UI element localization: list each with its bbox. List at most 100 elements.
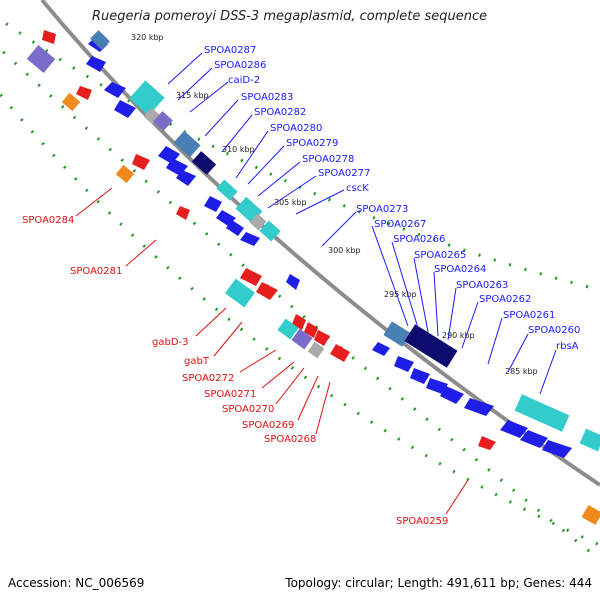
gene-feature[interactable]	[383, 321, 411, 347]
gene-feature[interactable]	[520, 430, 548, 448]
gc-track-inner-2	[0, 91, 600, 547]
gene-label[interactable]: SPOA0286	[214, 60, 266, 71]
gene-label[interactable]: SPOA0264	[434, 264, 486, 275]
cog-blocks-reverse	[26, 45, 600, 526]
tick-label: 315 kbp	[176, 91, 209, 100]
gc-track-outer	[0, 17, 600, 292]
gene-label[interactable]: SPOA0273	[356, 204, 408, 215]
gene-label[interactable]: SPOA0272	[182, 373, 234, 384]
gene-label[interactable]: SPOA0268	[264, 434, 316, 445]
gene-label[interactable]: cscK	[346, 183, 369, 194]
gene-label[interactable]: SPOA0281	[70, 266, 122, 277]
gene-feature[interactable]	[256, 282, 278, 300]
gene-label[interactable]: SPOA0266	[393, 234, 445, 245]
gene-feature[interactable]	[191, 151, 217, 175]
forward-strand-genes	[86, 36, 572, 458]
gene-feature[interactable]	[259, 220, 281, 242]
gene-feature[interactable]	[173, 130, 201, 158]
gene-feature[interactable]	[86, 56, 106, 72]
gene-feature[interactable]	[249, 213, 267, 231]
gene-feature[interactable]	[226, 220, 244, 236]
gene-label[interactable]: SPOA0277	[318, 168, 370, 179]
gene-label[interactable]: SPOA0271	[204, 389, 256, 400]
blue-gene-labels: SPOA0287 SPOA0286 caiD-2 SPOA0283 SPOA02…	[204, 45, 580, 352]
gene-feature[interactable]	[240, 232, 260, 246]
gene-feature[interactable]	[440, 386, 464, 404]
gene-feature[interactable]	[581, 504, 600, 526]
gene-label[interactable]: SPOA0282	[254, 107, 306, 118]
gene-label[interactable]: SPOA0263	[456, 280, 508, 291]
gene-feature[interactable]	[216, 179, 238, 201]
gene-feature[interactable]	[204, 196, 222, 212]
gene-feature[interactable]	[542, 440, 572, 458]
gene-feature[interactable]	[579, 428, 600, 452]
gene-feature[interactable]	[500, 420, 528, 438]
gene-label[interactable]: rbsA	[556, 341, 579, 352]
gene-feature[interactable]	[153, 111, 173, 131]
gene-feature[interactable]	[464, 398, 494, 416]
topology-summary: Topology: circular; Length: 491,611 bp; …	[285, 576, 592, 590]
gene-label[interactable]: SPOA0287	[204, 45, 256, 56]
gene-feature[interactable]	[291, 328, 313, 350]
tick-label: 300 kbp	[328, 246, 361, 255]
gene-label[interactable]: SPOA0270	[222, 404, 274, 415]
gene-feature[interactable]	[115, 164, 135, 184]
gene-label[interactable]: SPOA0283	[241, 92, 293, 103]
gene-feature[interactable]	[330, 344, 350, 362]
tick-label: 285 kbp	[505, 367, 538, 376]
gene-label[interactable]: SPOA0265	[414, 250, 466, 261]
tick-label: 310 kbp	[222, 145, 255, 154]
gene-feature[interactable]	[394, 356, 414, 372]
gene-feature[interactable]	[426, 378, 448, 394]
gene-feature[interactable]	[76, 86, 92, 100]
gene-feature[interactable]	[314, 330, 330, 346]
gene-feature[interactable]	[307, 341, 325, 359]
gene-feature[interactable]	[404, 324, 458, 368]
tick-label: 290 kbp	[442, 331, 475, 340]
gene-feature[interactable]	[61, 92, 81, 112]
gene-feature[interactable]	[176, 206, 190, 220]
gene-feature[interactable]	[129, 80, 165, 116]
gene-label[interactable]: SPOA0267	[374, 219, 426, 230]
plasmid-backbone	[40, 0, 600, 487]
gene-feature[interactable]	[514, 394, 570, 432]
gene-feature[interactable]	[90, 30, 110, 50]
gene-label[interactable]: SPOA0262	[479, 294, 531, 305]
gene-feature[interactable]	[176, 170, 196, 186]
gene-feature[interactable]	[42, 30, 56, 44]
red-gene-labels: SPOA0284 SPOA0281 gabD-3 gabT SPOA0272 S…	[22, 215, 448, 527]
gene-label[interactable]: SPOA0278	[302, 154, 354, 165]
gene-feature[interactable]	[286, 274, 300, 290]
blue-leader-lines	[167, 52, 557, 395]
gene-feature[interactable]	[132, 154, 150, 170]
gene-feature[interactable]	[304, 322, 318, 338]
red-leader-lines	[75, 187, 469, 515]
gene-label[interactable]: SPOA0269	[242, 420, 294, 431]
tick-label: 320 kbp	[131, 33, 164, 42]
gene-feature[interactable]	[478, 436, 496, 450]
tick-label: 295 kbp	[384, 290, 417, 299]
gene-label[interactable]: SPOA0279	[286, 138, 338, 149]
gene-feature[interactable]	[26, 45, 56, 73]
gene-feature[interactable]	[277, 318, 299, 340]
gene-label[interactable]: SPOA0280	[270, 123, 322, 134]
tick-label: 305 kbp	[274, 198, 307, 207]
map-title: Ruegeria pomeroyi DSS-3 megaplasmid, com…	[92, 9, 488, 24]
gene-feature[interactable]	[372, 342, 390, 356]
gene-label[interactable]: caiD-2	[228, 75, 260, 86]
gene-label[interactable]: SPOA0261	[503, 310, 555, 321]
gene-feature[interactable]	[104, 82, 126, 98]
cog-blocks-forward	[90, 30, 600, 452]
gene-label[interactable]: gabT	[184, 356, 210, 367]
gene-label[interactable]: SPOA0259	[396, 516, 448, 527]
reverse-strand-genes	[42, 30, 496, 450]
gene-label[interactable]: SPOA0260	[528, 325, 580, 336]
gene-feature[interactable]	[225, 278, 255, 308]
gene-feature[interactable]	[410, 368, 430, 384]
accession-text: Accession: NC_006569	[8, 576, 145, 590]
gene-label[interactable]: gabD-3	[152, 337, 189, 348]
position-ticks: 320 kbp 315 kbp 310 kbp 305 kbp 300 kbp …	[131, 33, 538, 376]
gene-label[interactable]: SPOA0284	[22, 215, 74, 226]
gene-feature[interactable]	[240, 268, 262, 286]
gene-feature[interactable]	[114, 100, 136, 118]
